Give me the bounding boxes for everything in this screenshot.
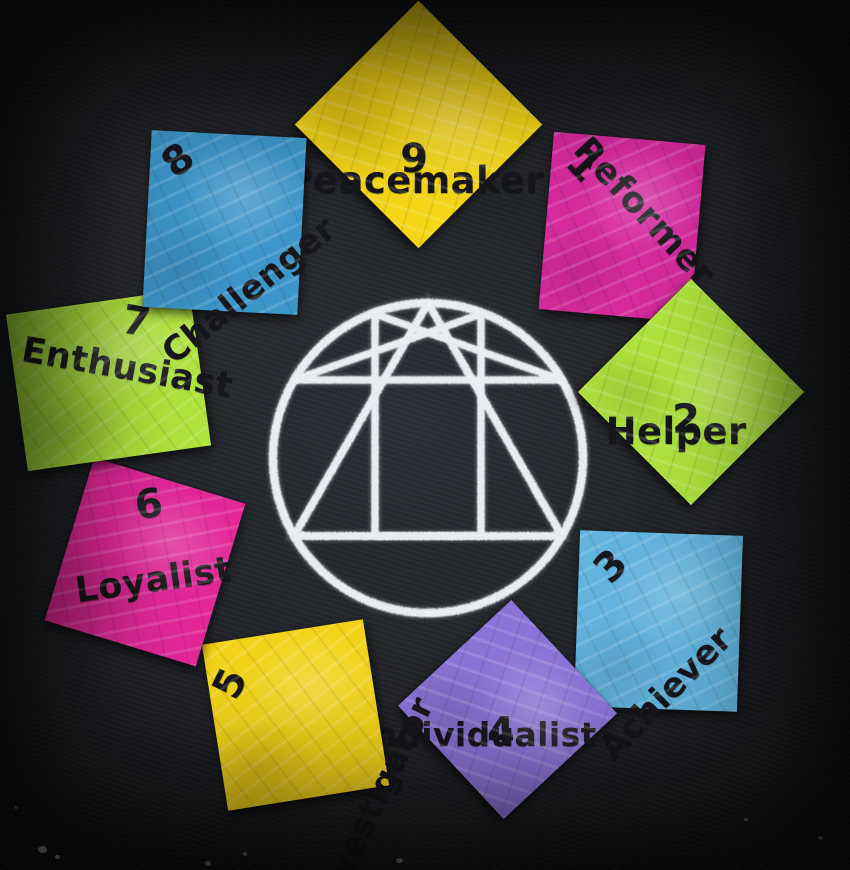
sticky-note-6-loyalist[interactable]: 6 Loyalist (44, 457, 246, 667)
enneagram-circle (268, 298, 588, 618)
chalk-dust-speck (14, 806, 18, 809)
chalk-dust-speck (205, 861, 211, 866)
sticky-note-9-peacemaker[interactable]: 9 Peacemaker (286, 0, 544, 249)
note-label: Loyalist (72, 549, 235, 612)
note-number: 3 (584, 540, 637, 593)
chalk-dust-speck (396, 858, 403, 863)
note-label: Peacemaker (285, 158, 545, 202)
sticky-note-8-challenger[interactable]: 8 Challenger (142, 130, 343, 372)
enneagram-hexad-142857 (290, 310, 566, 540)
chalk-dust-speck (818, 836, 823, 840)
chalk-speckle (273, 301, 584, 616)
sticky-note-7-enthusiast[interactable]: 7 Enthusiast (5, 288, 236, 472)
note-label: Helper (605, 410, 747, 454)
note-label: Achiever (591, 618, 741, 768)
chalk-dust-speck (744, 818, 748, 821)
enneagram-chalk-diagram (267, 292, 589, 619)
note-label: Reformer (565, 129, 724, 295)
sticky-note-5-investigator[interactable]: 5 Investigator (201, 619, 441, 870)
note-number: 5 (203, 661, 258, 707)
note-number: 8 (152, 133, 204, 188)
chalk-dust-speck (243, 852, 247, 856)
note-number: 6 (131, 479, 166, 530)
chalk-dust-speck (55, 855, 60, 859)
chalk-dust-speck (38, 846, 47, 853)
note-label: Investigator (304, 690, 442, 870)
sticky-note-3-achiever[interactable]: 3 Achiever (573, 530, 744, 768)
